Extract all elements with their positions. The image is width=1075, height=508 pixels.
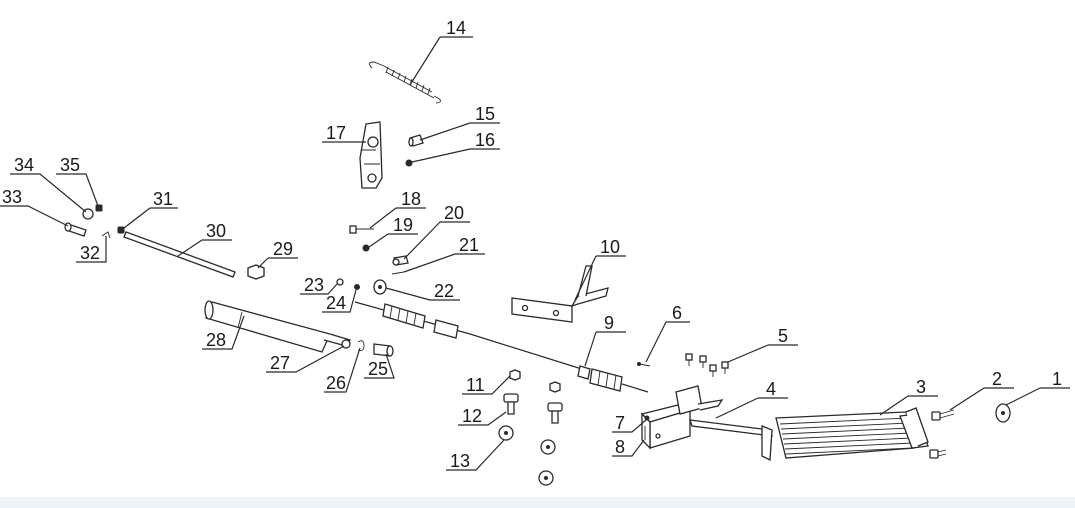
callout-8: 8	[615, 437, 625, 457]
part-31-nut	[117, 226, 125, 234]
leader-lines	[0, 36, 1070, 471]
part-5-screws	[685, 353, 729, 377]
part-35-nut	[95, 204, 103, 212]
part-15-pin	[408, 134, 424, 147]
part-22-washer	[373, 279, 387, 295]
callout-14: 14	[446, 18, 466, 38]
callout-9: 9	[604, 313, 614, 333]
part-24-nut	[354, 284, 360, 290]
callout-labels: 14 15 16 17 18 19 20 21 22 23 24 29 30 3…	[2, 18, 1062, 471]
part-18-bolt	[349, 225, 374, 234]
callout-18: 18	[401, 189, 421, 209]
callout-31: 31	[153, 189, 173, 209]
callout-17: 17	[326, 123, 346, 143]
part-4-bracket-lever	[640, 385, 773, 462]
callout-33: 33	[2, 187, 22, 207]
callout-29: 29	[273, 239, 293, 259]
part-16-nut	[405, 159, 413, 167]
part-29-nut	[247, 264, 265, 280]
callout-30: 30	[206, 221, 226, 241]
callout-5: 5	[778, 326, 788, 346]
part-17-bracket	[359, 121, 383, 189]
part-7-pin	[644, 415, 650, 421]
callout-20: 20	[444, 203, 464, 223]
callout-27: 27	[270, 353, 290, 373]
callout-35: 35	[60, 155, 80, 175]
callout-11: 11	[466, 375, 485, 395]
part-25-bushing	[373, 343, 394, 357]
part-1-washer	[995, 403, 1011, 423]
part-23-nut	[336, 278, 344, 286]
part-2-screw	[929, 409, 955, 459]
callout-22: 22	[434, 281, 454, 301]
part-3-pedal-pad	[775, 407, 929, 459]
callout-24: 24	[326, 293, 346, 313]
part-33-rod-end	[64, 222, 87, 237]
part-21-cotter-pin	[391, 271, 405, 275]
part-6-pin	[637, 362, 651, 367]
part-19-nut	[362, 244, 370, 252]
callout-28: 28	[206, 330, 226, 350]
part-14-spring	[369, 61, 441, 104]
callout-15: 15	[475, 104, 495, 124]
callout-26: 26	[326, 373, 346, 393]
part-9-cable	[354, 301, 649, 393]
callout-19: 19	[393, 215, 413, 235]
part-hardware-stack	[538, 381, 563, 486]
callout-10: 10	[600, 237, 620, 257]
callout-16: 16	[475, 130, 495, 150]
callout-32: 32	[80, 243, 100, 263]
callout-13: 13	[450, 451, 470, 471]
part-10-mounting-plate	[511, 265, 609, 323]
part-32-clip	[101, 231, 111, 239]
part-12-bolt	[503, 393, 519, 415]
part-11-nut	[509, 369, 521, 381]
callout-2: 2	[992, 369, 1002, 389]
callout-23: 23	[304, 275, 324, 295]
callout-4: 4	[766, 379, 776, 399]
callout-21: 21	[459, 235, 479, 255]
callout-34: 34	[14, 155, 34, 175]
footer-strip	[0, 497, 1075, 508]
callout-6: 6	[672, 303, 682, 323]
part-26-clip	[357, 340, 365, 351]
part-13-washer	[498, 425, 514, 441]
callout-7: 7	[615, 413, 625, 433]
callout-12: 12	[462, 406, 482, 426]
callout-25: 25	[368, 359, 388, 379]
callout-1: 1	[1052, 369, 1062, 389]
callout-3: 3	[916, 377, 926, 397]
